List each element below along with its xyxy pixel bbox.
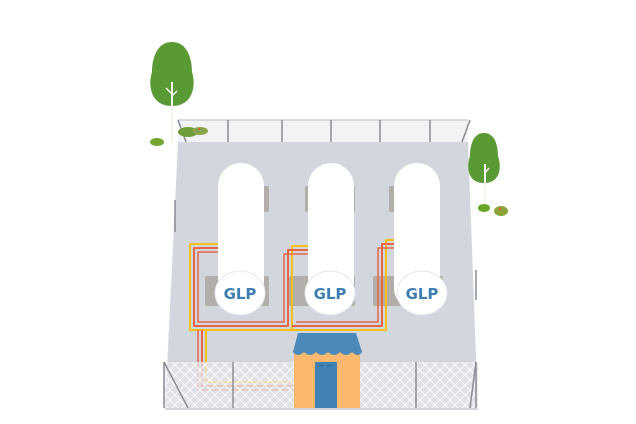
tank-label: GLP — [406, 285, 439, 303]
tank-3: GLP — [394, 163, 448, 316]
tree-right — [468, 133, 500, 204]
bushes — [150, 127, 508, 216]
tank-label: GLP — [314, 285, 347, 303]
tank-1: GLP — [214, 163, 266, 316]
tank-2: GLP — [304, 163, 356, 316]
back-fence — [177, 119, 471, 143]
booth-door — [315, 362, 337, 408]
tree-left — [150, 42, 194, 142]
tank-label: GLP — [224, 285, 257, 303]
booth — [293, 333, 362, 408]
